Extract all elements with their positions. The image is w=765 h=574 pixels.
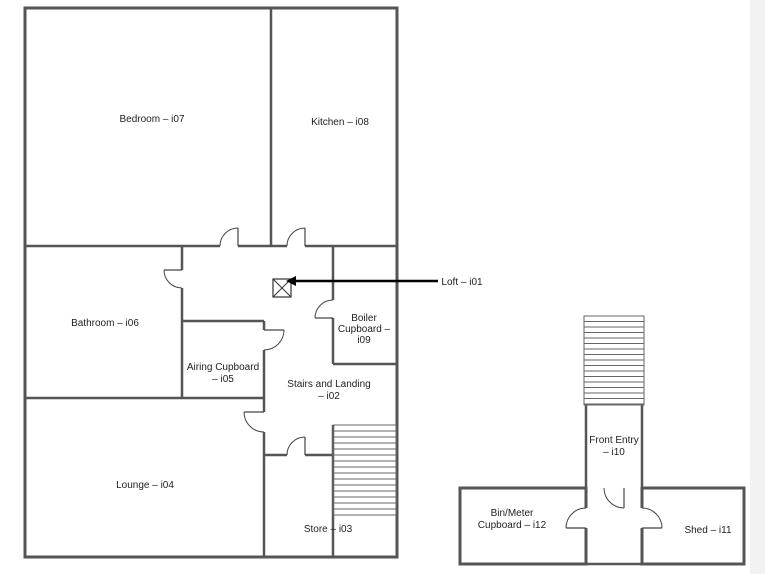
bin-label-line2: Cupboard – i12: [478, 520, 547, 531]
airing-label-line1: Airing Cupboard: [187, 362, 259, 373]
shed-label: Shed – i11: [684, 525, 732, 536]
boiler-label-line1: Boiler: [351, 313, 377, 324]
boiler-label-line3: i09: [357, 335, 371, 346]
kitchen-label: Kitchen – i08: [311, 117, 369, 128]
bedroom-label: Bedroom – i07: [119, 114, 184, 125]
outbuilding: [458, 315, 746, 566]
door-swings: [163, 227, 334, 456]
loft-hatch: [272, 278, 292, 298]
front-entry-label-line1: Front Entry: [589, 435, 638, 446]
bathroom-label: Bathroom – i06: [71, 318, 139, 329]
bin-label-line1: Bin/Meter: [491, 508, 534, 519]
loft-label: Loft – i01: [441, 277, 483, 288]
front-entry-label-line2: – i10: [603, 447, 625, 458]
loft-arrow: [286, 276, 438, 286]
main-outline: [23, 6, 399, 559]
stairs: [332, 424, 397, 516]
stairs-label-line2: – i02: [318, 391, 340, 402]
store-label: Store – i03: [304, 524, 353, 535]
stairs-label-line1: Stairs and Landing: [287, 379, 370, 390]
page-margin: [750, 0, 765, 574]
lounge-label: Lounge – i04: [116, 480, 174, 491]
airing-label-line2: – i05: [212, 374, 234, 385]
boiler-label-line2: Cupboard –: [338, 324, 391, 335]
door-openings: [179, 243, 336, 458]
